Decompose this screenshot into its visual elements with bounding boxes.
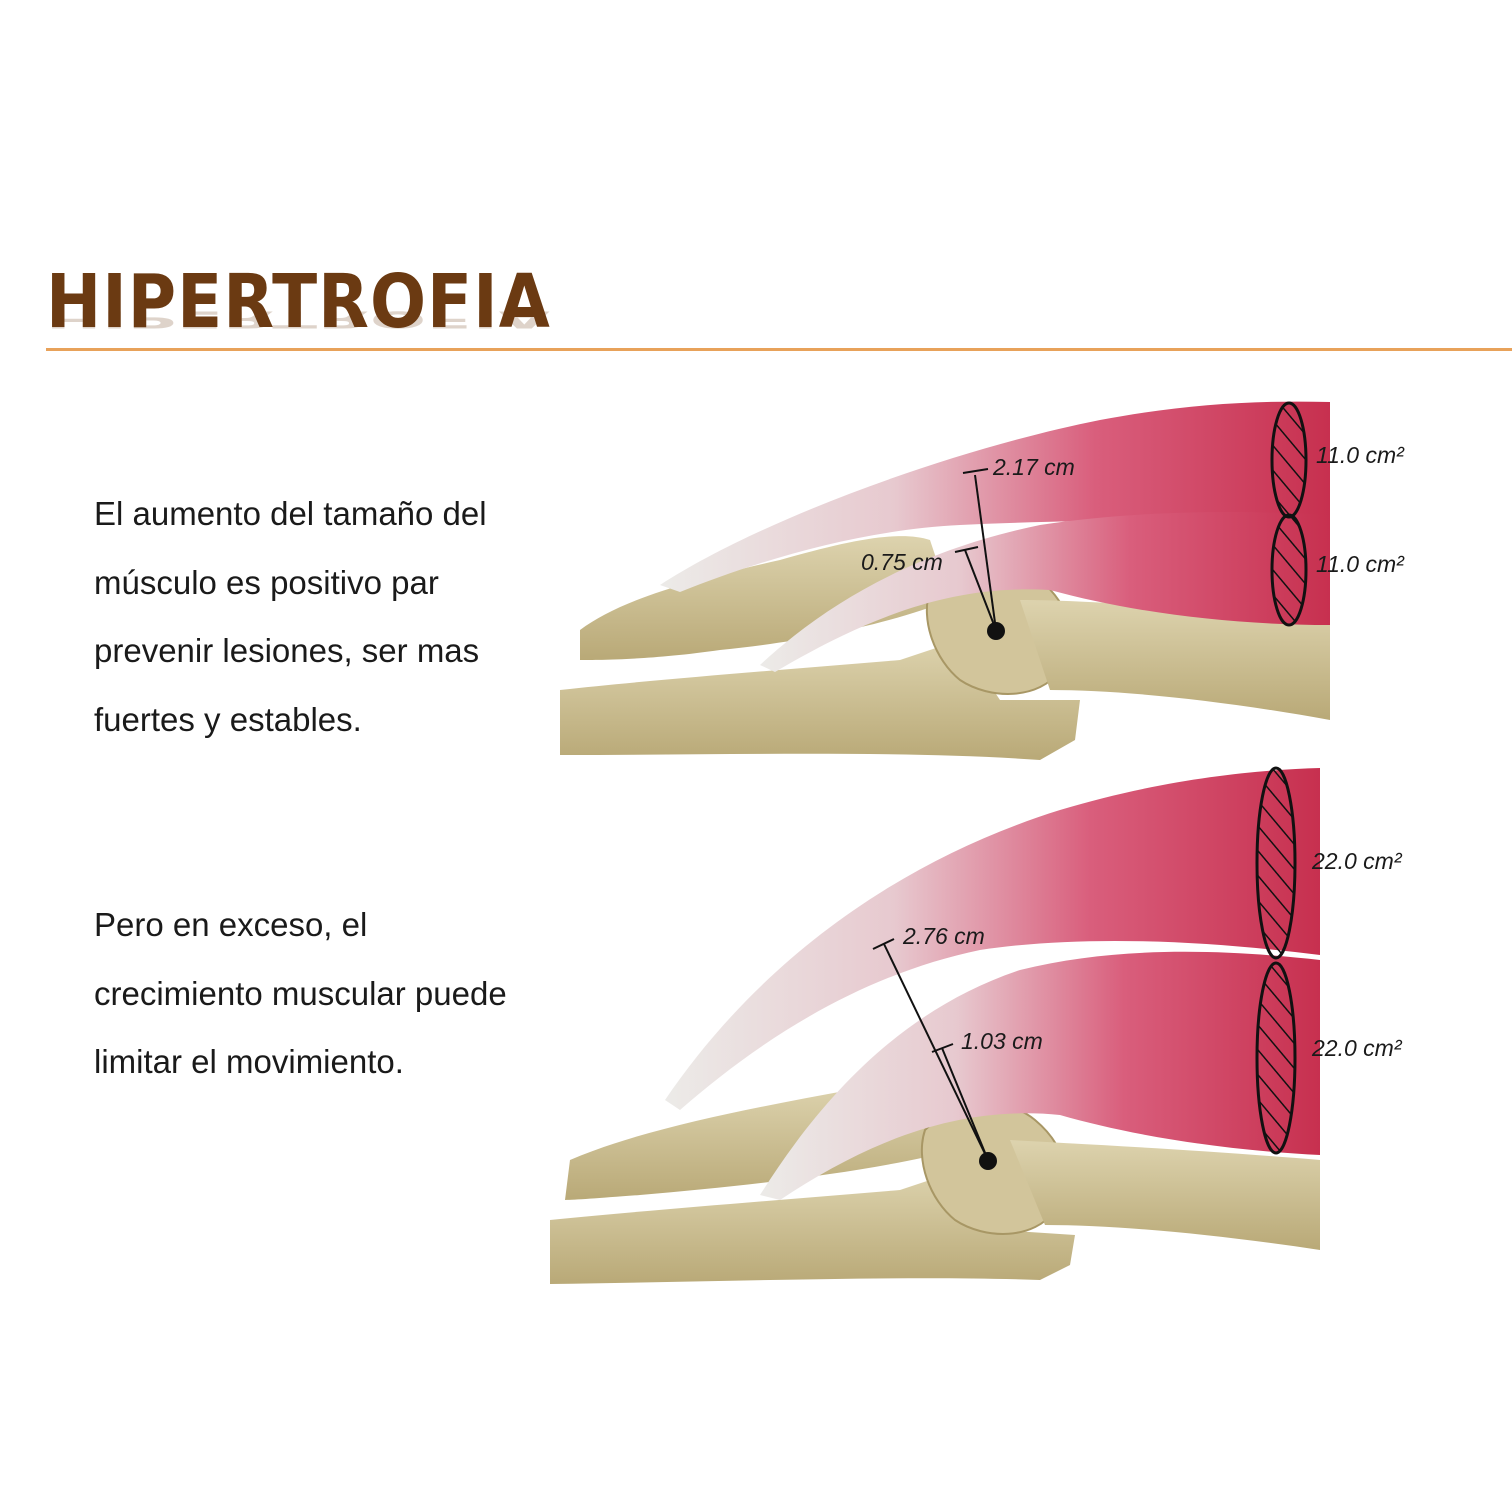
illustration-top: 2.17 cm 0.75 cm 11.0 cm² 11.0 cm² (560, 401, 1405, 760)
label-area-upper: 11.0 cm² (1316, 442, 1405, 468)
title-block: HIPERTROFIA HIPERTROFIA (46, 261, 551, 342)
label-moment-arm-short: 1.03 cm (961, 1028, 1043, 1054)
moment-arm-long-cap (872, 938, 895, 950)
label-area-lower: 22.0 cm² (1311, 1035, 1403, 1061)
cross-section-upper (1255, 766, 1297, 960)
moment-arm-short-line (941, 1047, 989, 1161)
label-moment-arm-long: 2.76 cm (902, 923, 985, 949)
forearm-bone-upper (580, 536, 950, 660)
joint-axis-dot (979, 1152, 997, 1170)
cross-section-upper (1270, 401, 1308, 519)
paragraph-benefits: El aumento del tamaño del músculo es pos… (94, 495, 487, 738)
muscle-upper (660, 401, 1330, 592)
joint-axis-dot (987, 622, 1005, 640)
paragraph-excess: Pero en exceso, el crecimiento muscular … (94, 906, 507, 1080)
humerus-bone (1020, 600, 1330, 720)
moment-arm-short-cap (954, 546, 979, 553)
page-title: HIPERTROFIA (46, 258, 551, 345)
muscle-upper (665, 768, 1320, 1110)
moment-arm-short-cap (931, 1043, 954, 1053)
illustration-bottom: 2.76 cm 1.03 cm 22.0 cm² 22.0 cm² (550, 766, 1403, 1284)
moment-arm-long-line (883, 943, 989, 1161)
title-divider (46, 348, 1512, 351)
cross-section-lower (1270, 513, 1308, 627)
moment-arm-long-line (974, 474, 997, 631)
humerus-bone (1010, 1140, 1320, 1250)
cross-section-lower (1255, 961, 1297, 1155)
label-moment-arm-long: 2.17 cm (992, 454, 1075, 480)
moment-arm-short-line (964, 549, 997, 631)
label-area-upper: 22.0 cm² (1311, 848, 1403, 874)
label-moment-arm-short: 0.75 cm (861, 549, 943, 575)
muscle-lower (760, 951, 1320, 1200)
label-area-lower: 11.0 cm² (1316, 551, 1405, 577)
muscle-lower (760, 512, 1330, 672)
moment-arm-long-cap (962, 468, 989, 474)
